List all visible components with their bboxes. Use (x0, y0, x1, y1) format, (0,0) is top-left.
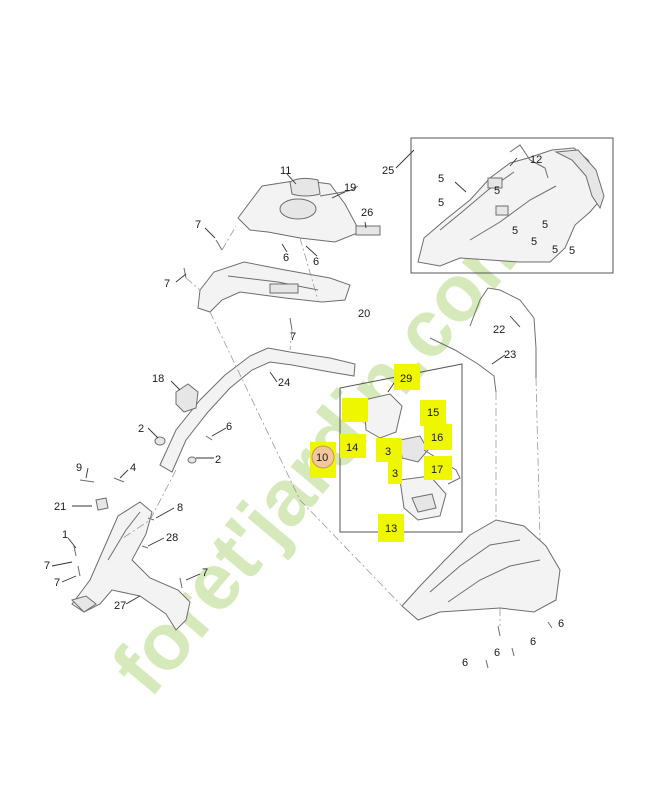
inset-housing-drawing (417, 144, 605, 267)
callout-22: 22 (493, 324, 505, 336)
callout-12: 12 (530, 154, 542, 166)
handle-crossbar (197, 261, 351, 313)
callout-20: 20 (358, 308, 370, 320)
switch-detail-frame (339, 363, 463, 533)
callout-23: 23 (504, 349, 516, 361)
callout-5-a: 5 (438, 173, 444, 185)
callout-6-housing-c: 6 (494, 647, 500, 659)
callout-13: 13 (385, 523, 397, 535)
switch-assembly (363, 393, 461, 521)
callout-5-h: 5 (569, 245, 575, 257)
highlight-16 (424, 424, 452, 450)
callout-21: 21 (54, 501, 66, 513)
callout-6-housing-a: 6 (530, 636, 536, 648)
selected-marker-10 (311, 445, 335, 469)
cable-loop (429, 287, 537, 393)
callout-6-cover-a: 6 (283, 252, 289, 264)
callout-24: 24 (278, 377, 290, 389)
callout-1: 1 (62, 529, 68, 541)
callout-8: 8 (177, 502, 183, 514)
callout-numbers: 11 19 26 7 7 7 6 6 20 25 12 5 5 5 5 5 5 … (44, 154, 575, 669)
callout-5-b: 5 (494, 185, 500, 197)
callout-6-tube: 6 (226, 421, 232, 433)
screws (73, 239, 553, 669)
knob (175, 383, 199, 413)
callout-27: 27 (114, 600, 126, 612)
highlight-29 (394, 364, 420, 390)
callout-15: 15 (427, 407, 439, 419)
callout-14: 14 (346, 442, 358, 454)
callout-7-center: 7 (290, 331, 296, 343)
callout-6-cover-b: 6 (313, 256, 319, 268)
callout-3-top: 3 (385, 446, 391, 458)
callout-26: 26 (361, 207, 373, 219)
construction-lines (119, 225, 541, 626)
handle-tube (159, 347, 356, 473)
callout-16: 16 (431, 432, 443, 444)
callout-5-g: 5 (552, 244, 558, 256)
highlight-empty (342, 398, 368, 422)
callout-18: 18 (152, 373, 164, 385)
highlight-3b (388, 458, 402, 484)
handle-top-cover (237, 177, 381, 243)
inset-frame (410, 137, 614, 274)
callout-5-f: 5 (531, 236, 537, 248)
callout-2-left: 2 (138, 423, 144, 435)
callout-29: 29 (400, 373, 412, 385)
callout-11: 11 (280, 165, 291, 177)
callout-7-left: 7 (164, 278, 170, 290)
callout-28: 28 (166, 532, 178, 544)
lower-housing (401, 519, 561, 621)
callout-4: 4 (130, 462, 136, 474)
highlight-15 (420, 400, 446, 426)
callout-3-bottom: 3 (392, 468, 398, 480)
callout-7-frame-a: 7 (44, 560, 50, 572)
highlight-13 (378, 514, 404, 542)
callout-6-housing-b: 6 (558, 618, 564, 630)
highlight-17 (424, 456, 452, 480)
callout-5-d: 5 (512, 225, 518, 237)
callout-9: 9 (76, 462, 82, 474)
callout-19: 19 (344, 182, 356, 194)
callout-7-frame-b: 7 (54, 577, 60, 589)
callout-7-top: 7 (195, 219, 201, 231)
callout-7-frame-c: 7 (202, 567, 208, 579)
callout-17: 17 (431, 464, 443, 476)
highlight-14 (340, 434, 366, 458)
lower-frame (71, 501, 191, 631)
callout-2-right: 2 (215, 454, 221, 466)
callout-10: 10 (316, 452, 328, 464)
callout-5-e: 5 (542, 219, 548, 231)
callout-6-housing-d: 6 (462, 657, 468, 669)
callout-25: 25 (382, 165, 394, 177)
callout-5-c: 5 (438, 197, 444, 209)
